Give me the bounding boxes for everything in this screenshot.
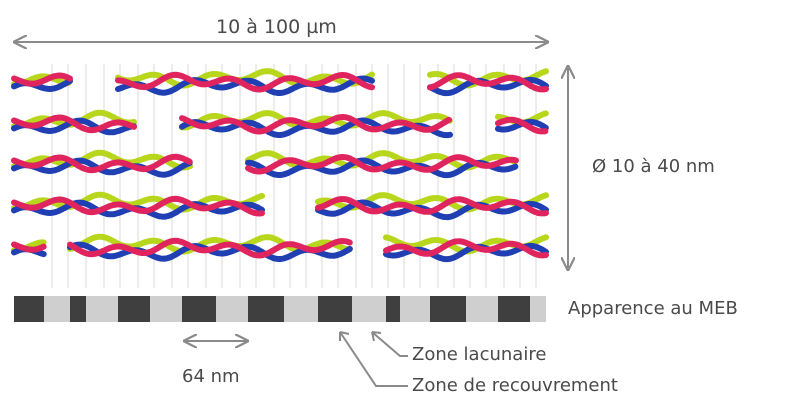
diameter-label: Ø 10 à 40 nm [592,156,715,177]
gap-zone-leader [371,331,408,357]
tropocollagen-molecule [11,72,73,93]
helix-strand [315,195,549,217]
tropocollagen-molecule [11,191,265,220]
helix-strand [383,238,549,259]
tropocollagen-molecule [315,192,549,221]
helix-strand [67,237,353,259]
tropocollagen-molecule [179,110,453,139]
helix-strand [115,71,375,93]
band-dark-segment [498,296,530,322]
helix-strand [11,195,265,217]
band-dark-segment [182,296,216,322]
tropocollagen-molecule [67,233,353,262]
overlap-zone-label: Zone de recouvrement [412,375,618,396]
band-dark-segment [386,296,400,322]
band-dark-segment [318,296,352,322]
helix-strand [11,191,265,213]
tropocollagen-molecules [11,68,549,263]
tropocollagen-molecule [115,68,375,96]
band-dark-segment [118,296,150,322]
tropocollagen-molecule [427,68,549,97]
helix-strand [427,72,549,93]
helix-strand [11,241,47,253]
meb-label: Apparence au MEB [568,298,738,319]
helix-strand [115,75,375,96]
gap-zone-leader-head [371,331,382,342]
period-label: 64 nm [182,366,240,387]
helix-strand [179,113,453,135]
tropocollagen-molecule [245,150,519,179]
gap-zone-label: Zone lacunaire [412,344,547,365]
helix-strand [11,114,137,134]
tropocollagen-molecule [383,234,549,263]
band-dark-segment [430,296,466,322]
band-dark-segment [248,296,284,322]
length-label: 10 à 100 µm [216,16,337,38]
band-dark-segment [70,296,86,322]
meb-banding-bar [14,296,546,322]
helix-strand [245,153,519,175]
tropocollagen-molecule [11,109,137,136]
tropocollagen-molecule [11,149,193,178]
helix-strand [11,153,193,174]
tropocollagen-molecule [495,110,549,135]
helix-strand [495,116,549,135]
overlap-zone-leader-head [339,331,350,341]
band-dark-segment [14,296,44,322]
tropocollagen-molecule [11,239,47,258]
overlap-zone-leader [339,331,408,387]
helix-strand [11,72,73,87]
helix-strand [11,149,193,171]
